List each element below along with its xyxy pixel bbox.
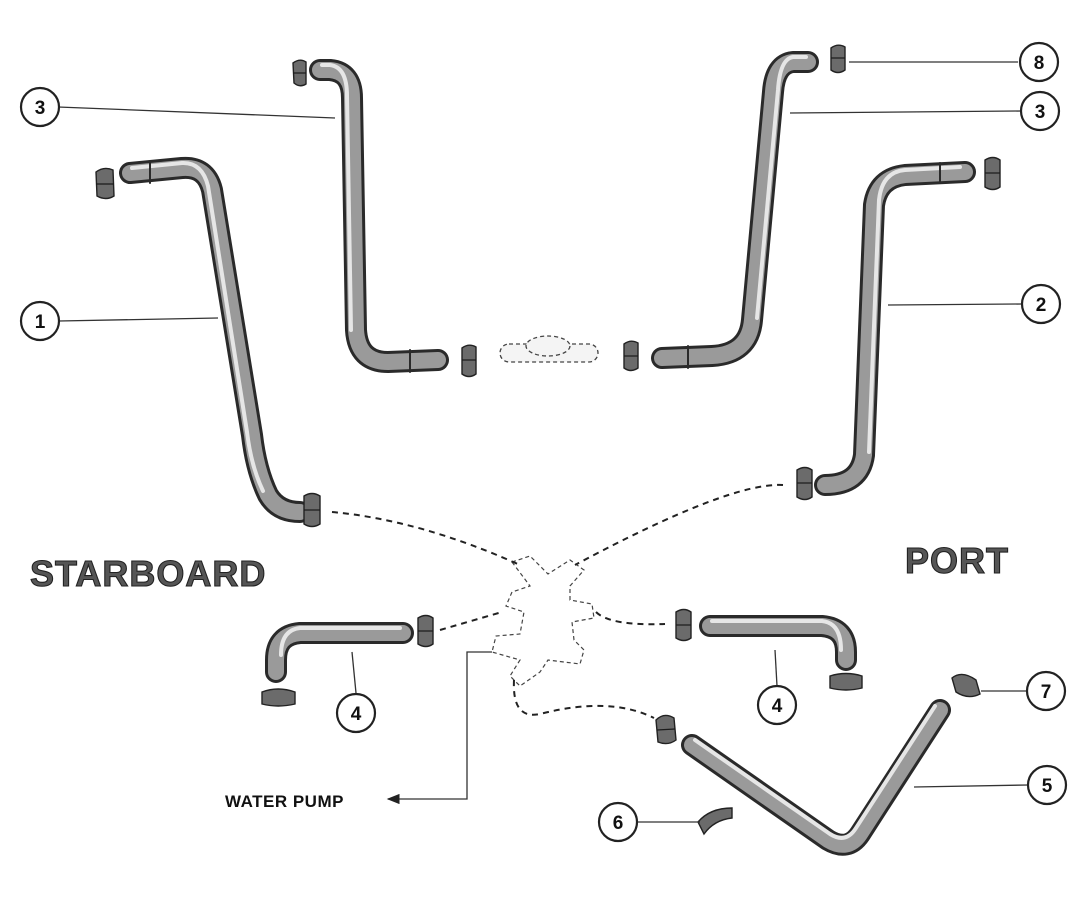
callout-1-label: 1 bbox=[35, 312, 46, 333]
clamp-8 bbox=[830, 44, 846, 74]
hose-2 bbox=[814, 161, 976, 496]
clamp-top-left-1 bbox=[95, 167, 115, 200]
hose-1 bbox=[119, 156, 311, 523]
callout-3-left-label: 3 bbox=[35, 98, 46, 119]
clamp-1-bottom bbox=[303, 492, 321, 528]
center-connector bbox=[499, 335, 599, 363]
clamp-4-right-a bbox=[675, 608, 692, 642]
dash-5 bbox=[512, 679, 655, 719]
dash-4l bbox=[439, 611, 503, 631]
callout-5: 5 bbox=[1026, 764, 1068, 806]
callout-3-right-label: 3 bbox=[1035, 102, 1046, 123]
port-label: PORT bbox=[905, 540, 1009, 581]
clamp-4-right-b bbox=[829, 672, 863, 691]
callout-2-label: 2 bbox=[1036, 295, 1047, 316]
starboard-label: STARBOARD bbox=[30, 553, 266, 594]
callout-5-label: 5 bbox=[1042, 776, 1053, 797]
callout-7-label: 7 bbox=[1041, 682, 1052, 703]
hose-4-right bbox=[699, 615, 857, 671]
dash-1 bbox=[331, 511, 521, 566]
clamp-7 bbox=[951, 673, 981, 698]
callout-6: 6 bbox=[597, 801, 639, 843]
callout-4-right-label: 4 bbox=[772, 696, 783, 717]
callout-8: 8 bbox=[1018, 41, 1060, 83]
clamp-top-left-3 bbox=[292, 59, 307, 87]
callout-4-right: 4 bbox=[756, 684, 798, 726]
hose-3-left bbox=[309, 59, 449, 373]
hose-5 bbox=[681, 699, 951, 856]
callout-3-left: 3 bbox=[19, 86, 61, 128]
callout-1: 1 bbox=[19, 300, 61, 342]
hose-4-left bbox=[265, 622, 414, 683]
clamp-top-right-2 bbox=[984, 156, 1001, 191]
water-pump-label: WATER PUMP bbox=[225, 792, 344, 811]
hose-3-right bbox=[651, 51, 819, 369]
clamp-center-left bbox=[461, 344, 477, 378]
water-pump bbox=[491, 555, 595, 687]
dash-4r bbox=[595, 611, 666, 626]
callout-3-right: 3 bbox=[1019, 90, 1061, 132]
callout-2: 2 bbox=[1020, 283, 1062, 325]
leaders bbox=[57, 61, 1029, 823]
dash-2 bbox=[574, 483, 784, 566]
callout-4-left-label: 4 bbox=[351, 704, 362, 725]
clamp-6 bbox=[697, 807, 733, 836]
callout-7: 7 bbox=[1025, 670, 1067, 712]
callout-4-left: 4 bbox=[335, 692, 377, 734]
callout-6-label: 6 bbox=[613, 813, 624, 834]
water-pump-leader bbox=[386, 651, 492, 805]
callout-8-label: 8 bbox=[1034, 53, 1045, 74]
clamp-2-bottom bbox=[796, 466, 813, 501]
clamp-4-left-b bbox=[261, 688, 296, 707]
clamp-4-left-a bbox=[417, 614, 434, 648]
clamp-center-right bbox=[623, 340, 639, 372]
clamp-5-top bbox=[655, 714, 677, 745]
